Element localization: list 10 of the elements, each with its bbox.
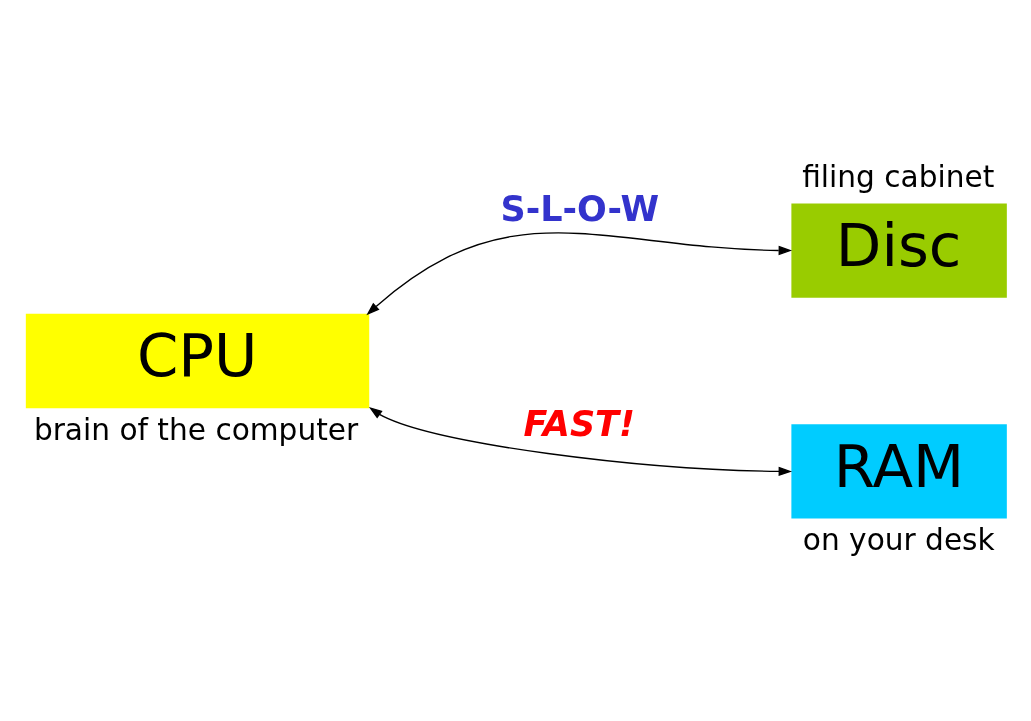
node-label: on your desk [802, 522, 995, 557]
edge-label: S-L-O-W [500, 188, 659, 229]
node-box: CPU [25, 313, 369, 408]
arrow [365, 231, 792, 315]
node-label: filing cabinet [801, 159, 994, 194]
node-box: RAM [790, 423, 1007, 519]
edge-label: FAST! [522, 403, 635, 444]
arrow [368, 406, 792, 476]
node-box: Disc [790, 202, 1007, 298]
node-label: brain of the computer [33, 412, 358, 447]
